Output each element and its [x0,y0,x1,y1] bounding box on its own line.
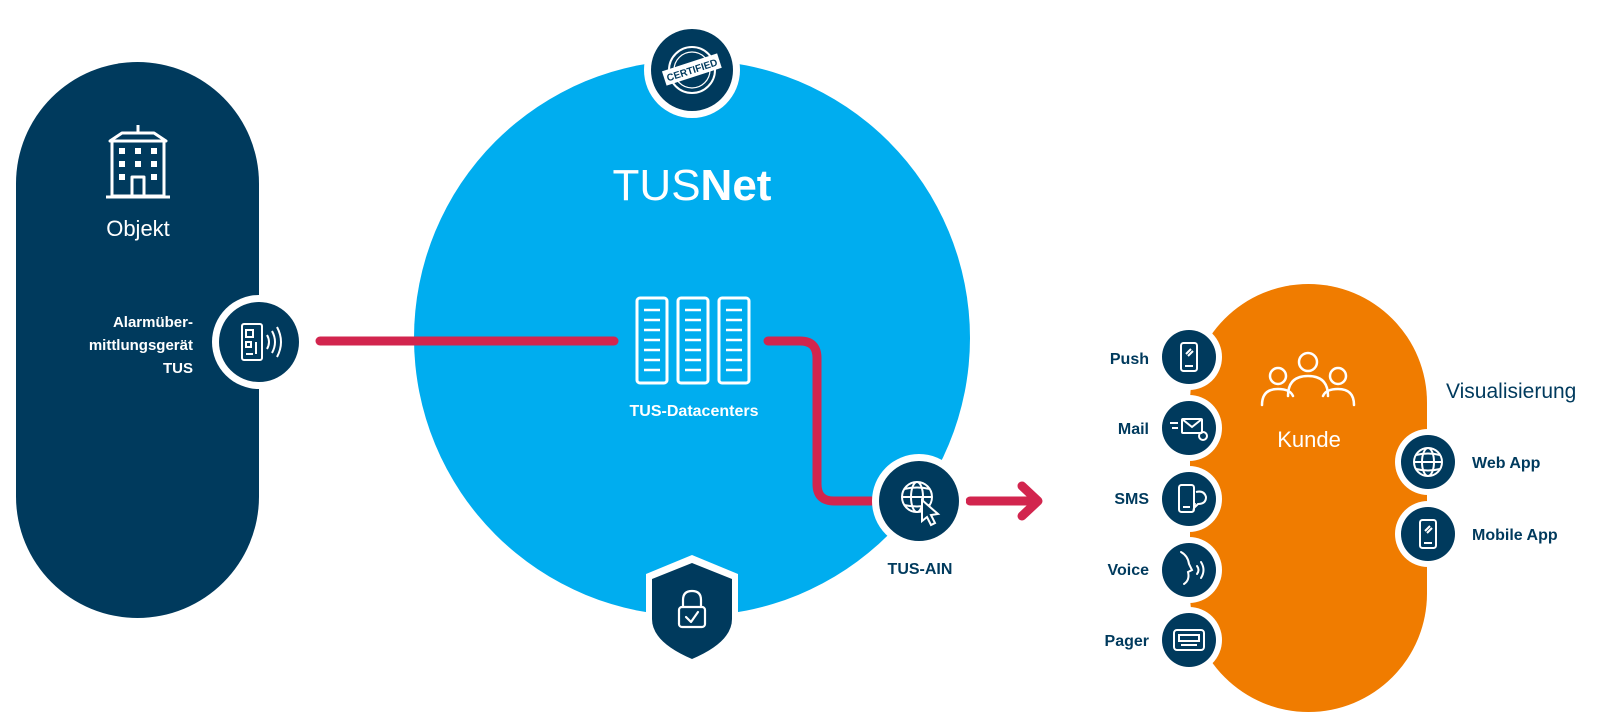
kunde-capsule [1190,284,1427,712]
visualisierung-mobile-app [1395,501,1461,567]
phone-chat-icon [1178,484,1208,513]
channel-label-sms: SMS [1114,491,1149,508]
tusnet-circle [414,60,970,616]
channel-label-voice: Voice [1108,562,1150,579]
ain-label: TUS-AIN [888,561,953,578]
connection-datacenter-to-ain [763,336,885,506]
device-label-line-2: mittlungsgerät [89,337,193,354]
shield-lock-icon [652,563,732,659]
connection-lines [315,336,1043,521]
visualisierung-label-web-app: Web App [1472,455,1541,472]
tusnet-title-bold: Net [701,161,772,210]
datacenter-label: TUS-Datacenters [630,403,759,420]
envelope-at-icon [1170,418,1208,441]
visualisierung-label-mobile-app: Mobile App [1472,527,1558,544]
channel-pager [1156,607,1222,673]
device-badge [212,295,306,389]
transmitter-signal-icon [241,323,282,361]
building-icon [106,125,170,199]
channel-label-mail: Mail [1118,421,1149,438]
users-group-icon [1260,351,1356,407]
server-racks-icon [635,296,751,385]
channel-push [1156,324,1222,390]
security-shield [646,555,738,666]
device-label-line-1: Alarmüber- [113,314,193,331]
channel-mail [1156,395,1222,461]
globe-cursor-icon [901,481,941,527]
visualisierung-web-app [1395,429,1461,495]
device-label-line-3: TUS [163,360,193,377]
channel-sms [1156,466,1222,532]
kunde-title: Kunde [1277,427,1341,452]
channel-label-push: Push [1110,351,1149,368]
globe-icon [1413,447,1443,477]
device-label: Alarmüber- mittlungsgerät TUS [89,314,193,377]
arrow-head [1017,481,1043,521]
pager-icon [1173,629,1205,651]
objekt-title: Objekt [106,216,170,241]
voice-head-icon [1180,551,1205,585]
certified-badge: CERTIFIED [644,22,740,118]
visualisierung-title: Visualisierung [1446,380,1576,403]
lock-icon [677,589,707,629]
objekt-capsule [16,62,259,618]
channel-label-pager: Pager [1105,633,1149,650]
channel-voice [1156,537,1222,603]
smartphone-icon [1180,342,1198,372]
ain-badge [872,454,966,548]
tusnet-title-light: TUS [613,161,701,210]
smartphone-icon [1419,519,1437,549]
tusnet-title: TUSNet [613,161,772,210]
